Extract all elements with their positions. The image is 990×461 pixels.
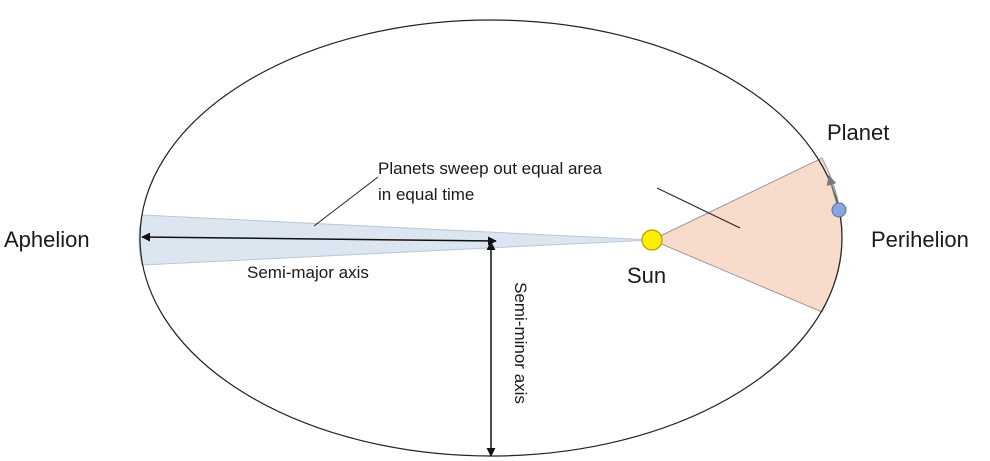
planet-velocity-arrow — [826, 175, 839, 208]
annotation-pointer-aphelion — [313, 176, 379, 227]
annotation-pointer-perihelion — [656, 187, 741, 229]
semi-minor-axis-label: Semi-minor axis — [511, 282, 530, 404]
sun-icon — [641, 229, 663, 251]
aphelion-label: Aphelion — [4, 227, 90, 252]
annotation-line-2: in equal time — [378, 185, 475, 204]
semi-major-axis-label: Semi-major axis — [247, 263, 369, 282]
annotation-line-1: Planets sweep out equal area — [378, 159, 602, 178]
planet-icon — [831, 202, 847, 218]
planet-label: Planet — [827, 120, 890, 145]
equal-area-annotation: Planets sweep out equal area in equal ti… — [378, 156, 602, 208]
perihelion-swept-area — [650, 157, 843, 313]
semi-major-axis-arrow — [141, 232, 497, 246]
perihelion-label: Perihelion — [871, 227, 969, 252]
sun-label: Sun — [627, 263, 667, 288]
